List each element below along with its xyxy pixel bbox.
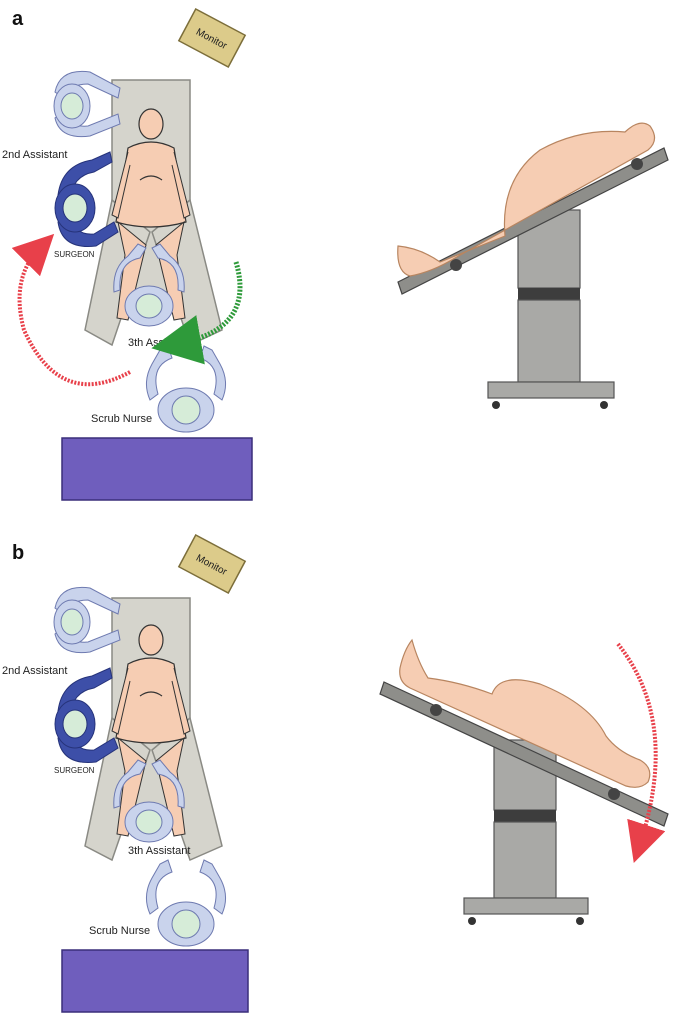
monitor: Monitor (177, 7, 247, 69)
monitor: Monitor (177, 533, 247, 595)
rotation-arrow-red (11, 233, 131, 387)
instrument-table (61, 437, 253, 501)
panel-b: b Monitor (0, 532, 685, 1022)
surgeon-label: SURGEON (54, 766, 95, 775)
second-assistant-label: 2nd Assistant (2, 665, 67, 677)
third-assistant-label: 3th Assistant (128, 845, 190, 857)
panel-letter: a (12, 8, 24, 30)
patient-side-view (397, 122, 656, 277)
surgeon-figure (54, 151, 119, 247)
scrub-nurse-label: Scrub Nurse (89, 925, 150, 937)
panel-a-illustration: Monitor 2nd Assistant (2, 7, 669, 501)
instrument-table (61, 949, 249, 1013)
scrub-nurse-label: Scrub Nurse (91, 413, 152, 425)
scrub-nurse-figure (146, 859, 226, 947)
panel-b-illustration: Monitor 2nd Assistant (2, 533, 669, 1013)
surgeon-label: SURGEON (54, 250, 95, 259)
operating-table-side-view (397, 147, 669, 409)
patient-side-view (399, 638, 651, 788)
second-assistant-label: 2nd Assistant (2, 149, 67, 161)
rotation-arrow-green (151, 261, 243, 365)
second-assistant-figure (53, 70, 121, 138)
second-assistant-figure (53, 586, 121, 654)
third-assistant-label: 3th Assistant (128, 337, 190, 349)
third-assistant-figure (113, 759, 185, 843)
panel-letter: b (12, 542, 25, 564)
rotation-arrow-red (616, 642, 666, 864)
scrub-nurse-figure (146, 345, 226, 433)
panel-a: a Monitor (0, 0, 685, 501)
surgeon-figure (54, 667, 119, 763)
